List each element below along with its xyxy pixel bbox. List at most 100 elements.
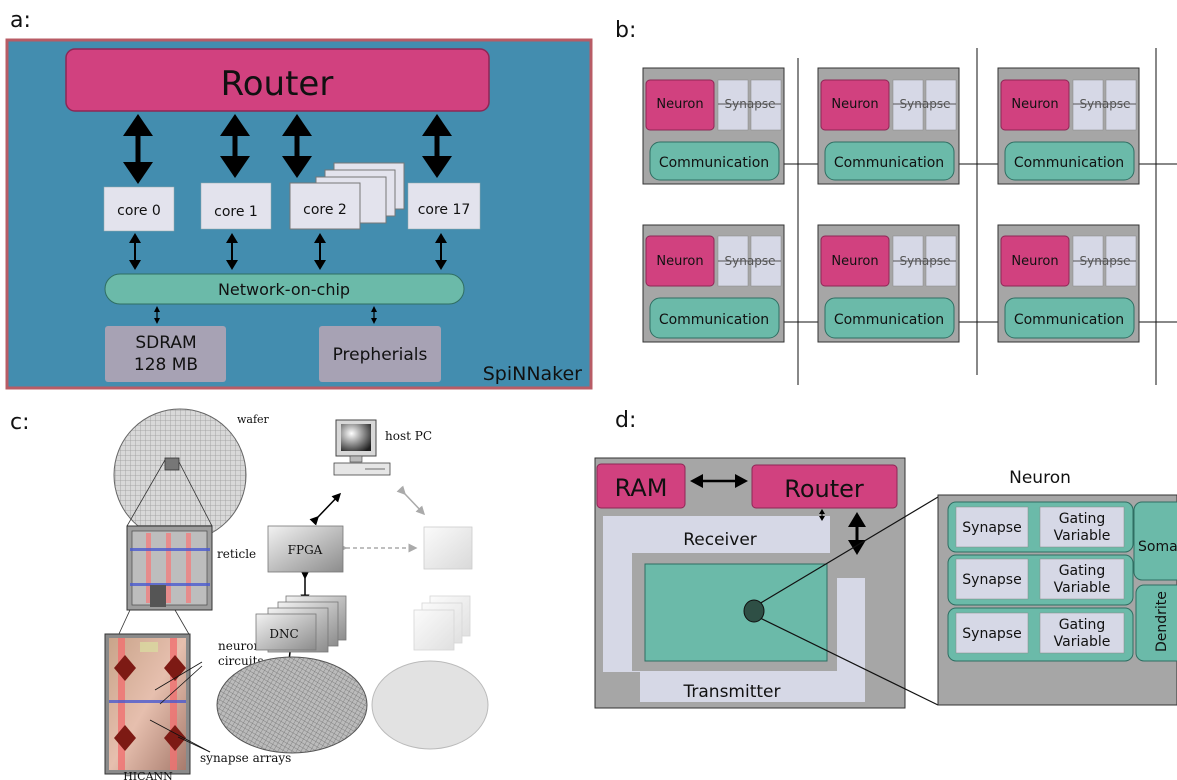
neuron-label: Neuron bbox=[1011, 254, 1058, 269]
communication-label: Communication bbox=[834, 155, 944, 171]
gating-label-1: Gating bbox=[1059, 563, 1106, 579]
communication-label: Communication bbox=[659, 312, 769, 328]
neuron-title: Neuron bbox=[1009, 468, 1071, 488]
core-17-box bbox=[407, 182, 481, 230]
wafer-label: wafer bbox=[237, 413, 270, 426]
sdram-block bbox=[105, 326, 226, 382]
wafer-image bbox=[113, 408, 247, 542]
core-noc-arrows bbox=[129, 233, 447, 270]
zoom-line-top bbox=[753, 496, 939, 608]
panel-c: wafer reticle bbox=[104, 408, 489, 780]
communication-label: Communication bbox=[834, 312, 944, 328]
noc-memory-arrows bbox=[154, 306, 377, 324]
neuron-circuits-label-1: neuron bbox=[218, 639, 262, 653]
system-wafer bbox=[216, 656, 368, 754]
ram-router-arrow bbox=[690, 474, 748, 488]
synapse-label: Synapse bbox=[900, 254, 951, 268]
faded-system-wafer bbox=[371, 660, 489, 750]
synapse-label: Synapse bbox=[1080, 97, 1131, 111]
panel-a: Router core 0 core 1 core 2 bbox=[5, 38, 593, 390]
panel-d-label: d: bbox=[615, 408, 637, 433]
dnc-stack bbox=[255, 595, 347, 653]
synapse-label: Synapse bbox=[900, 97, 951, 111]
network-on-chip bbox=[104, 273, 465, 305]
interconnect-lines bbox=[760, 48, 1177, 385]
panel-b-label: b: bbox=[615, 18, 637, 43]
tile: Neuron Synapse Communication bbox=[997, 224, 1140, 343]
router-block-d bbox=[751, 464, 898, 509]
receiver-label: Receiver bbox=[683, 530, 757, 550]
faded-fpga-box bbox=[423, 526, 473, 570]
hicann-image bbox=[104, 633, 191, 775]
neuron-label: Neuron bbox=[831, 97, 878, 112]
panel-d: Receiver Transmitter RAM Router Neuron bbox=[594, 457, 1177, 709]
core-block bbox=[644, 563, 828, 662]
host-pc-icon bbox=[333, 419, 391, 476]
faded-dnc-stack bbox=[413, 595, 471, 651]
panel-c-label: c: bbox=[10, 410, 30, 435]
core-0-box bbox=[103, 186, 175, 232]
synapse-label: Synapse bbox=[962, 572, 1021, 588]
soma-label: Soma bbox=[1138, 539, 1177, 555]
hicann-label: HICANN bbox=[123, 770, 173, 780]
fpga-box bbox=[267, 525, 344, 573]
synapse-row: Synapse Gating Variable bbox=[947, 501, 1134, 553]
communication-label: Communication bbox=[1014, 312, 1124, 328]
host-pc-label: host PC bbox=[385, 429, 432, 443]
transmitter-label: Transmitter bbox=[683, 682, 781, 702]
core-1-box bbox=[200, 182, 272, 230]
tile: Neuron Synapse Communication bbox=[817, 67, 960, 185]
router-block bbox=[65, 48, 490, 112]
core-2-box bbox=[289, 182, 361, 230]
communication-label: Communication bbox=[1014, 155, 1124, 171]
panel-b: Neuron Synapse Communication Neuron Syna… bbox=[642, 48, 1177, 385]
neuron-block bbox=[645, 79, 715, 131]
dendrite-label: Dendrite bbox=[1154, 591, 1170, 652]
dendrite-block bbox=[1135, 584, 1177, 662]
synapse-arrays-label: synapse arrays bbox=[200, 751, 291, 765]
neuron-dot bbox=[743, 599, 765, 623]
tile: Neuron Synapse Communication bbox=[642, 67, 785, 185]
router-core-arrows bbox=[123, 114, 452, 184]
neuron-label: Neuron bbox=[656, 97, 703, 112]
spinnaker-label: SpiNNaker bbox=[483, 363, 582, 385]
pc-faded-arrow bbox=[396, 485, 426, 516]
communication-label: Communication bbox=[659, 155, 769, 171]
router-label: Router bbox=[221, 64, 334, 104]
core-17-label: core 17 bbox=[418, 202, 471, 218]
neuron-label: Neuron bbox=[831, 254, 878, 269]
synapse-label: Synapse bbox=[1080, 254, 1131, 268]
neuron-label: Neuron bbox=[1011, 97, 1058, 112]
ram-block bbox=[596, 463, 686, 509]
peripherals-label: Prepherials bbox=[333, 345, 428, 365]
tile: Neuron Synapse Communication bbox=[642, 224, 785, 343]
gating-label-2: Variable bbox=[1054, 528, 1111, 544]
router-label-d: Router bbox=[784, 475, 864, 503]
ram-label: RAM bbox=[615, 474, 668, 502]
annotation-pointers bbox=[149, 661, 211, 753]
gating-label-1: Gating bbox=[1059, 617, 1106, 633]
sdram-size: 128 MB bbox=[134, 355, 198, 375]
pc-fpga-arrow bbox=[309, 492, 342, 526]
dnc-label: DNC bbox=[269, 627, 298, 641]
synapse-label: Synapse bbox=[962, 626, 1021, 642]
core-1-label: core 1 bbox=[214, 204, 258, 220]
zoom-line-bottom bbox=[753, 614, 939, 706]
zoom-lines bbox=[117, 459, 213, 637]
synapse-label: Synapse bbox=[725, 254, 776, 268]
router-receiver-arrow bbox=[819, 509, 825, 521]
peripherals-block bbox=[319, 326, 441, 382]
synapse-row: Synapse Gating Variable bbox=[947, 554, 1134, 606]
tile: Neuron Synapse Communication bbox=[997, 67, 1140, 185]
router-core-arrow-d bbox=[848, 512, 866, 555]
tile: Neuron Synapse Communication bbox=[817, 224, 960, 343]
soma-block bbox=[1133, 501, 1177, 581]
reticle-image bbox=[126, 525, 213, 611]
communication-block bbox=[649, 141, 780, 181]
gating-label-1: Gating bbox=[1059, 511, 1106, 527]
fpga-label: FPGA bbox=[288, 543, 323, 557]
noc-label: Network-on-chip bbox=[218, 280, 350, 299]
reticle-label: reticle bbox=[217, 547, 256, 561]
neuron-label: Neuron bbox=[656, 254, 703, 269]
